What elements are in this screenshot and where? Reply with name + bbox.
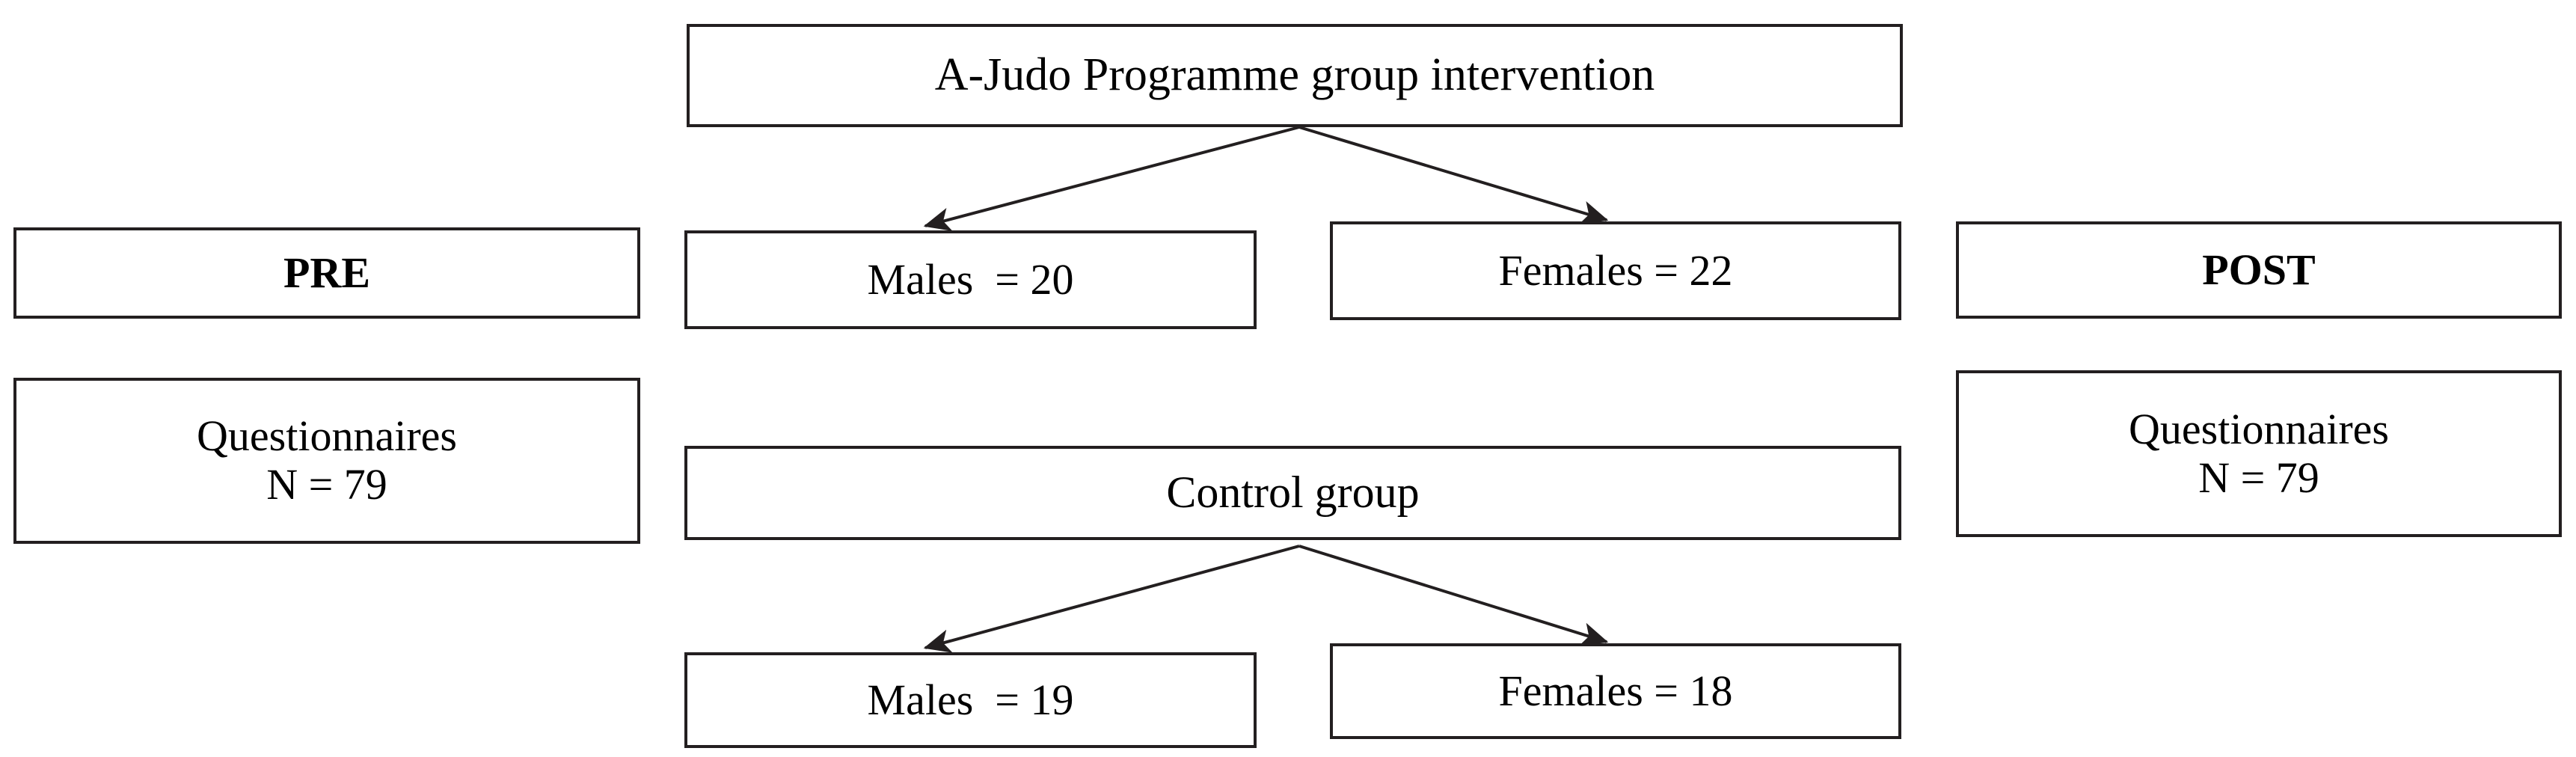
node-control-females-label: Females = 18 <box>1498 666 1733 715</box>
node-post-questionnaires-line2: N = 79 <box>2198 453 2319 502</box>
node-intervention-males[interactable]: Males = 20 <box>684 230 1257 329</box>
node-post-questionnaires[interactable]: Questionnaires N = 79 <box>1956 370 2562 537</box>
node-pre-questionnaires-line1: Questionnaires <box>197 411 457 461</box>
node-control-males-label: Males = 19 <box>867 675 1074 724</box>
edge-control-to-females <box>1298 545 1609 646</box>
node-pre-questionnaires-line2: N = 79 <box>266 460 387 509</box>
node-post-questionnaires-line1: Questionnaires <box>2129 404 2389 453</box>
node-post-header[interactable]: POST <box>1956 221 2562 319</box>
node-intervention[interactable]: A-Judo Programme group intervention <box>687 24 1903 127</box>
node-control-males[interactable]: Males = 19 <box>684 652 1257 748</box>
node-intervention-label: A-Judo Programme group intervention <box>934 49 1655 101</box>
edge-intervention-to-females <box>1298 126 1609 224</box>
node-control-females[interactable]: Females = 18 <box>1330 643 1901 739</box>
node-pre-header-label: PRE <box>283 248 370 297</box>
edge-control-to-males <box>923 545 1300 653</box>
node-post-header-label: POST <box>2202 245 2316 294</box>
node-intervention-females-label: Females = 22 <box>1498 245 1733 295</box>
edge-intervention-to-males <box>923 126 1300 231</box>
node-control[interactable]: Control group <box>684 446 1901 540</box>
node-pre-header[interactable]: PRE <box>13 227 640 319</box>
node-control-label: Control group <box>1166 468 1420 518</box>
node-intervention-males-label: Males = 20 <box>867 254 1074 304</box>
node-pre-questionnaires[interactable]: Questionnaires N = 79 <box>13 378 640 544</box>
node-intervention-females[interactable]: Females = 22 <box>1330 221 1901 320</box>
